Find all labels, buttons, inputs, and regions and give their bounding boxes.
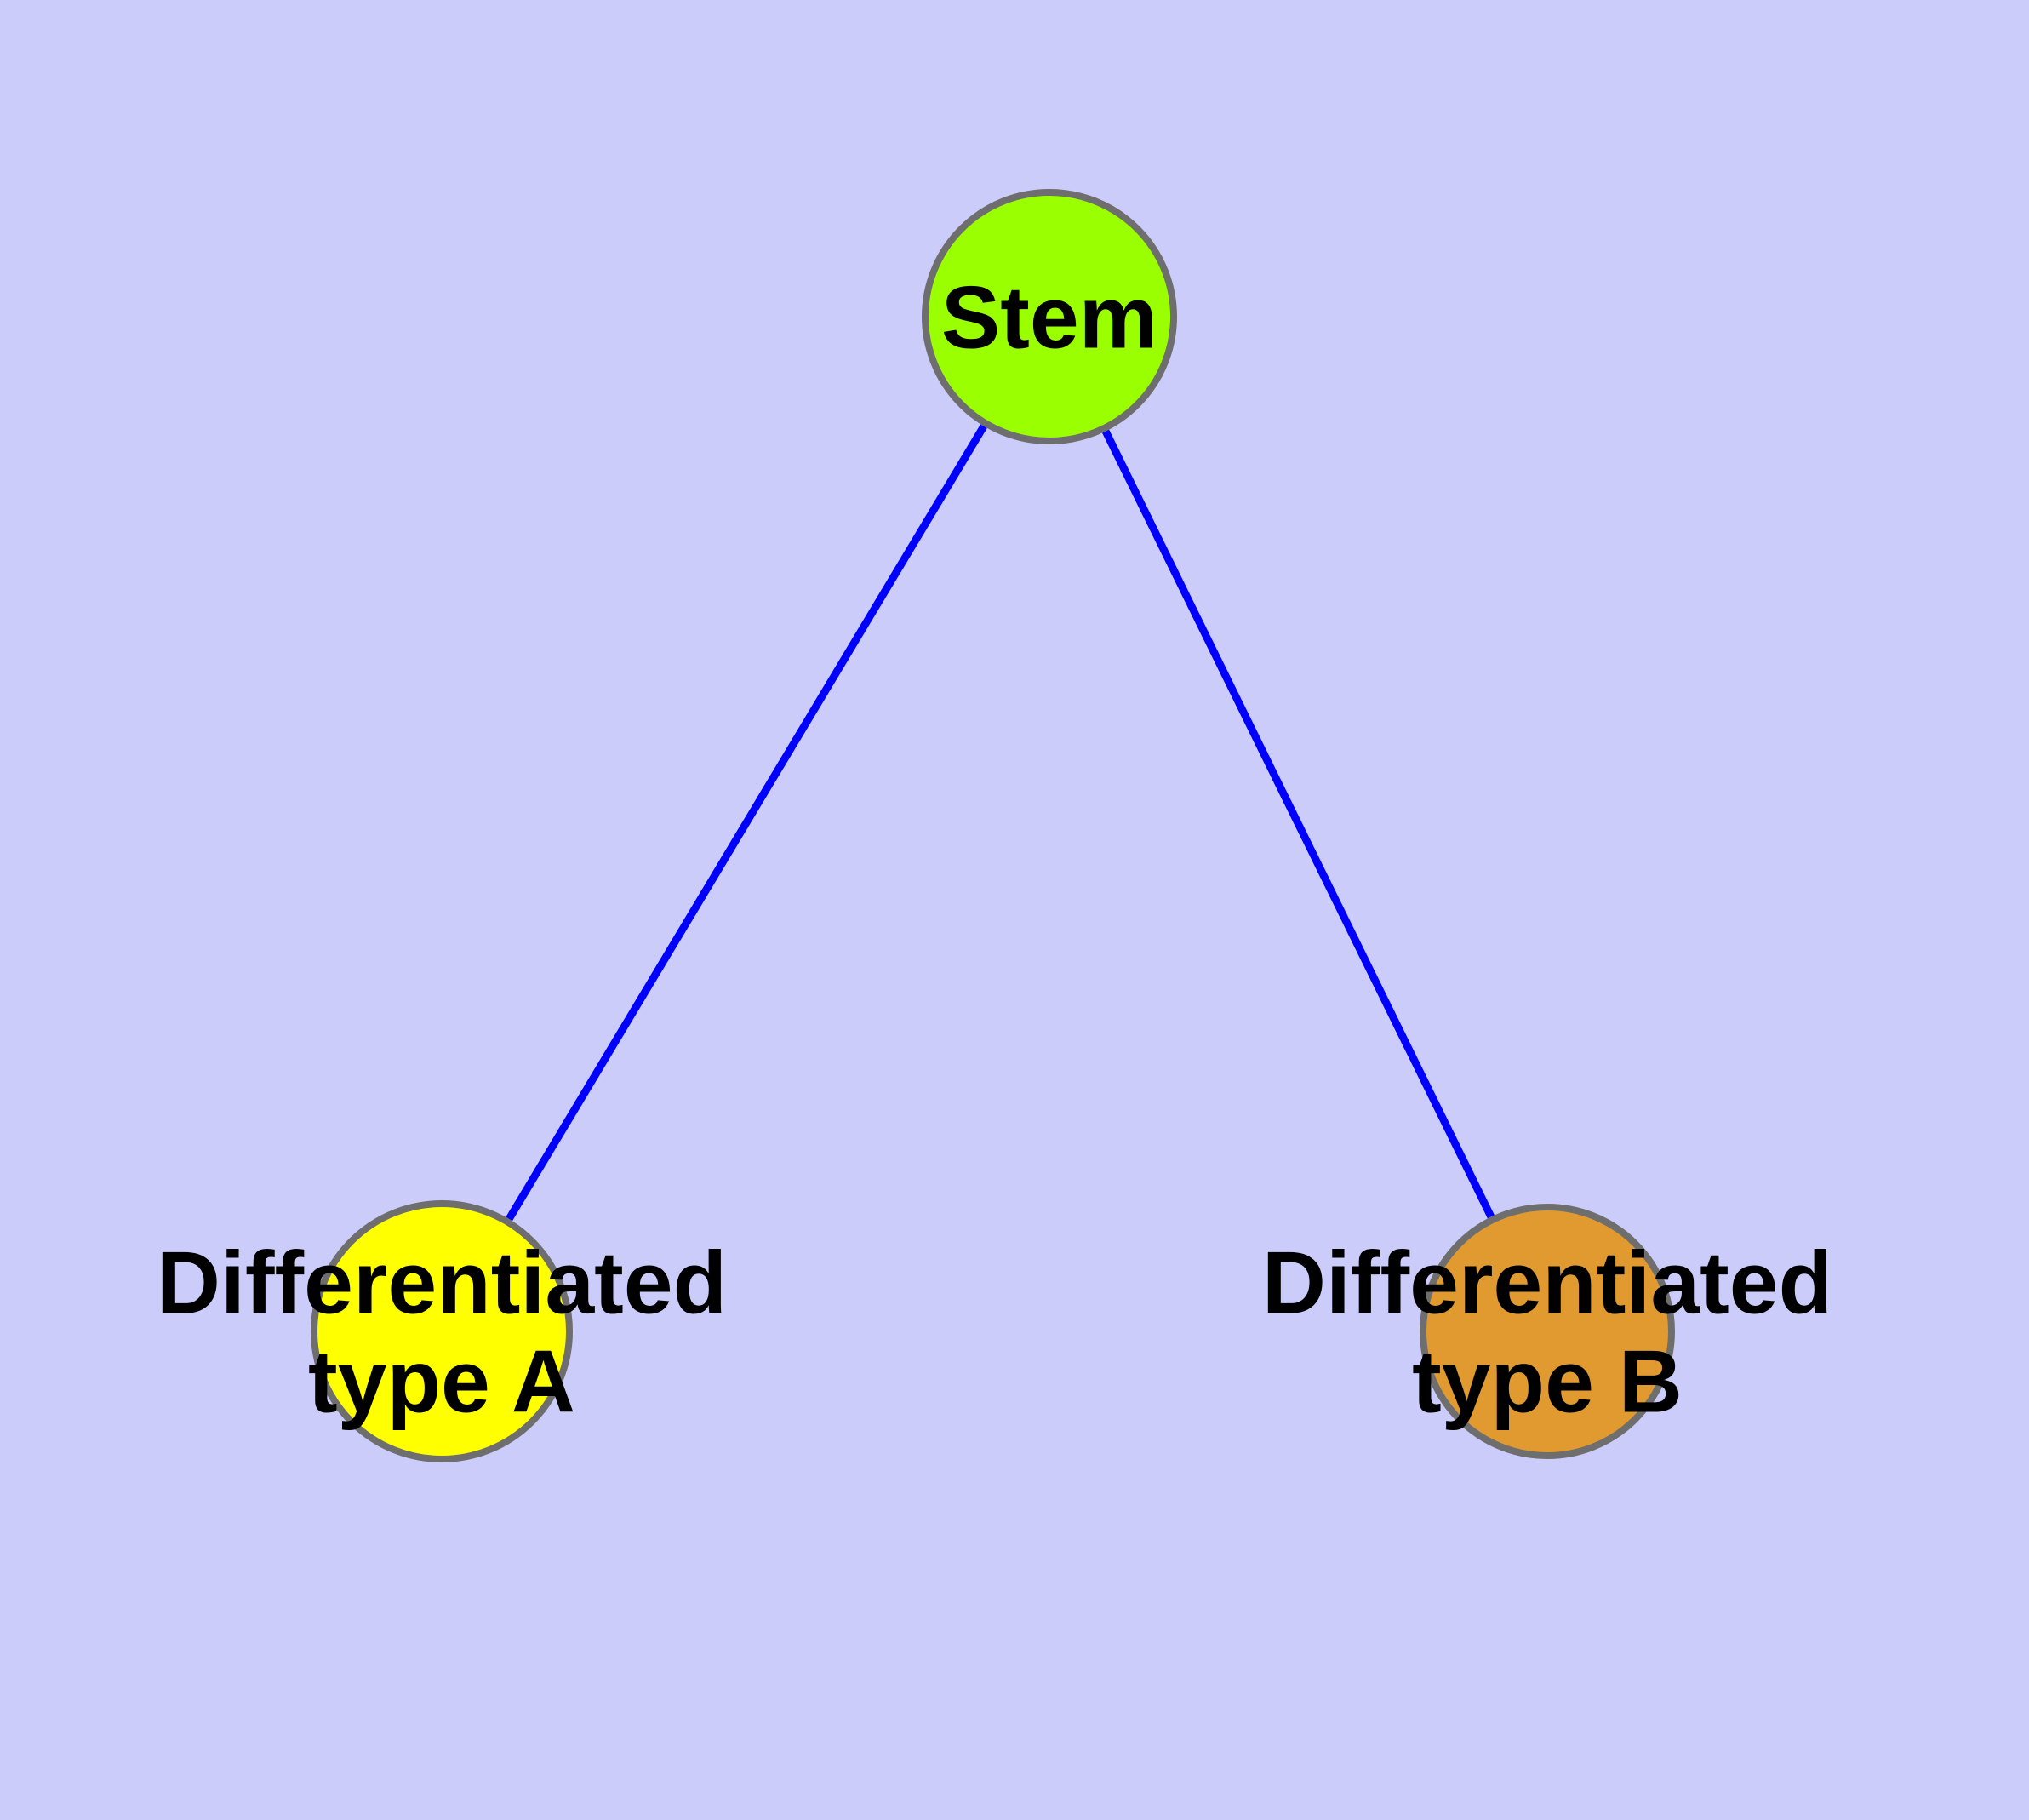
- node-circle-diff_b[interactable]: [1420, 1204, 1675, 1459]
- edge-stem-diff_b[interactable]: [1102, 429, 1495, 1219]
- node-circle-stem[interactable]: [922, 189, 1177, 444]
- node-label-line: Differentiated: [157, 1233, 727, 1332]
- edge-stem-diff_a[interactable]: [506, 424, 987, 1222]
- node-label-line: Differentiated: [1262, 1233, 1832, 1332]
- edge-layer: [506, 424, 1495, 1222]
- node-label-line: Stem: [941, 268, 1157, 367]
- node-layer: [311, 189, 1675, 1462]
- node-label-stem: Stem: [941, 268, 1157, 367]
- node-label-line: type B: [1412, 1332, 1683, 1431]
- node-label-line: type A: [308, 1332, 575, 1431]
- node-circle-diff_a[interactable]: [311, 1200, 573, 1462]
